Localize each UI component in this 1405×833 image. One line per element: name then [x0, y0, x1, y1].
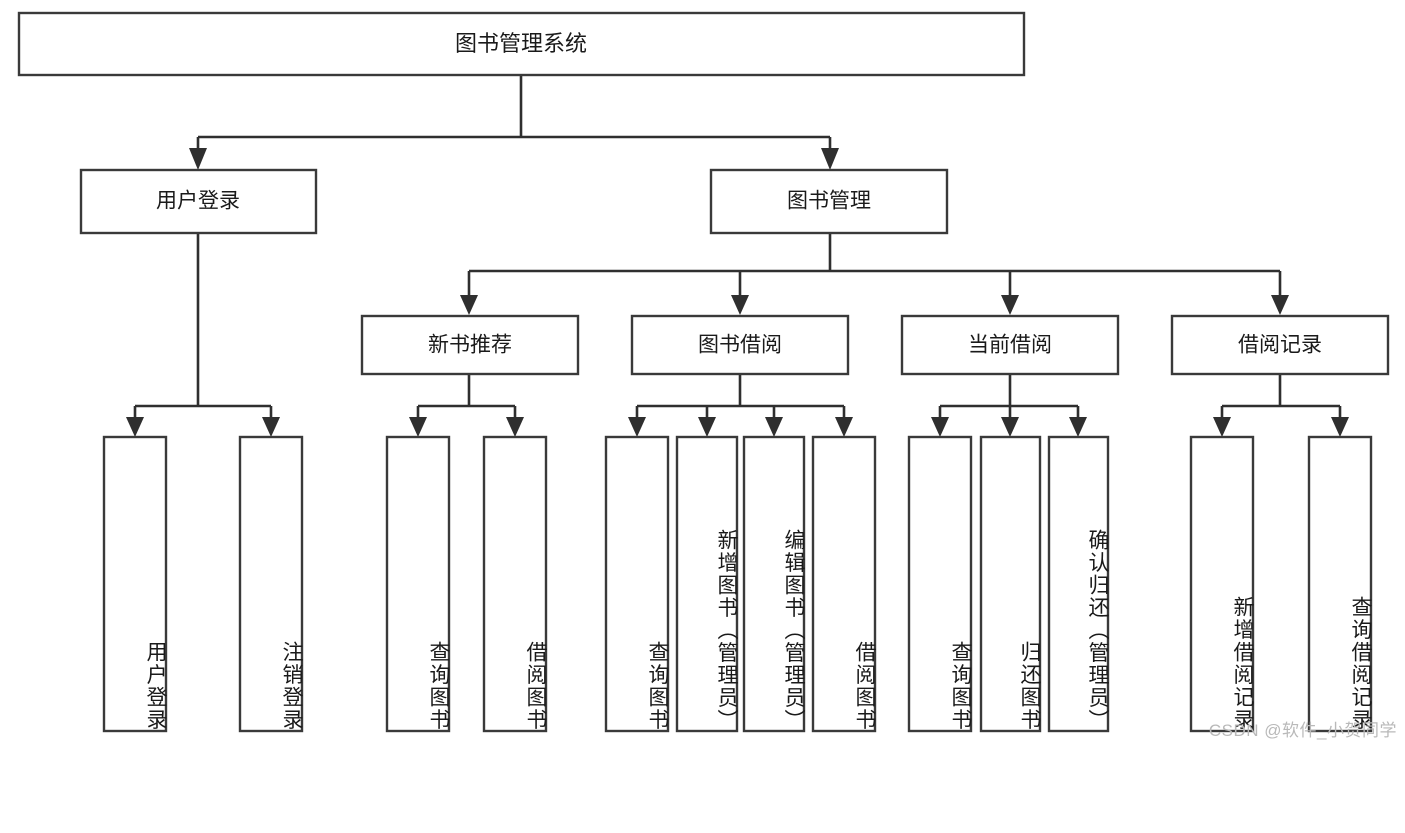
functional-structure-diagram: 图书管理系统 用户登录 图书管理 新书推荐 图书借阅 当前借阅 借阅记录 [17, 11, 1397, 740]
node-book-management[interactable]: 图书管理 [709, 168, 949, 235]
node-book-management-box[interactable] [709, 168, 949, 235]
leaf-box-query-book-2[interactable] [604, 435, 670, 733]
arrow-head-book-borrow [731, 295, 749, 315]
arrow-head-leaf-borrow-book-2 [835, 417, 853, 437]
leaf-box-user-login[interactable] [102, 435, 168, 733]
node-current-borrow[interactable]: 当前借阅 [900, 314, 1120, 376]
arrow-head-leaf-add-book [698, 417, 716, 437]
arrow-head-leaf-edit-book [765, 417, 783, 437]
arrow-head-new-book-recommend [460, 295, 478, 315]
node-new-book-recommend-box[interactable] [360, 314, 580, 376]
arrow-head-leaf-query-book-2 [628, 417, 646, 437]
arrow-head-leaf-query-book-1 [409, 417, 427, 437]
diagram-canvas: 图书管理系统 用户登录 图书管理 新书推荐 图书借阅 当前借阅 借阅记录 [17, 11, 1390, 733]
leaf-box-query-book-1[interactable] [385, 435, 451, 733]
connector-group-current-borrow [931, 374, 1087, 437]
arrow-head-book-management [821, 148, 839, 170]
arrow-head-leaf-return-book [1001, 417, 1019, 437]
node-user-login-label: 用户登录 [156, 190, 240, 213]
connector-group-book-management [460, 233, 1289, 315]
leaf-box-add-book[interactable] [675, 435, 739, 733]
arrow-head-leaf-borrow-book-1 [506, 417, 524, 437]
node-book-borrow-label: 图书借阅 [698, 334, 782, 357]
node-book-management-label: 图书管理 [787, 190, 871, 213]
arrow-head-leaf-user-login [126, 417, 144, 437]
connector-group-borrow-record [1213, 374, 1349, 437]
connector-group-new-book-recommend [409, 374, 524, 437]
leaf-box-return-book[interactable] [979, 435, 1042, 733]
node-new-book-recommend-label: 新书推荐 [428, 334, 512, 357]
leaf-box-query-record[interactable] [1307, 435, 1373, 733]
leaf-box-borrow-book-2[interactable] [811, 435, 877, 733]
arrow-head-borrow-record [1271, 295, 1289, 315]
connector-group-user-login [126, 233, 280, 437]
leaf-box-edit-book[interactable] [742, 435, 806, 733]
arrow-head-user-login [189, 148, 207, 170]
arrow-head-leaf-add-record [1213, 417, 1231, 437]
leaf-box-add-record[interactable] [1189, 435, 1255, 733]
node-borrow-record[interactable]: 借阅记录 [1170, 314, 1390, 376]
connector-group-root [189, 75, 839, 170]
csdn-watermark: CSDN @软件_小贺同学 [1208, 721, 1397, 740]
node-book-borrow[interactable]: 图书借阅 [630, 314, 850, 376]
node-current-borrow-box[interactable] [900, 314, 1120, 376]
arrow-head-current-borrow [1001, 295, 1019, 315]
arrow-head-leaf-logout-login [262, 417, 280, 437]
leaf-box-borrow-book-1[interactable] [482, 435, 548, 733]
connector-group-book-borrow [628, 374, 853, 437]
leaf-box-logout-login[interactable] [238, 435, 304, 733]
node-root-label: 图书管理系统 [455, 31, 587, 56]
node-new-book-recommend[interactable]: 新书推荐 [360, 314, 580, 376]
leaf-box-query-book-3[interactable] [907, 435, 973, 733]
node-root[interactable]: 图书管理系统 [17, 11, 1026, 77]
node-book-borrow-box[interactable] [630, 314, 850, 376]
node-borrow-record-box[interactable] [1170, 314, 1390, 376]
node-root-box[interactable] [17, 11, 1026, 77]
node-user-login-box[interactable] [79, 168, 318, 235]
leaf-box-confirm-return[interactable] [1047, 435, 1110, 733]
arrow-head-leaf-confirm-return [1069, 417, 1087, 437]
arrow-head-leaf-query-record [1331, 417, 1349, 437]
node-current-borrow-label: 当前借阅 [968, 334, 1052, 357]
arrow-head-leaf-query-book-3 [931, 417, 949, 437]
node-user-login[interactable]: 用户登录 [79, 168, 318, 235]
node-borrow-record-label: 借阅记录 [1238, 334, 1322, 357]
